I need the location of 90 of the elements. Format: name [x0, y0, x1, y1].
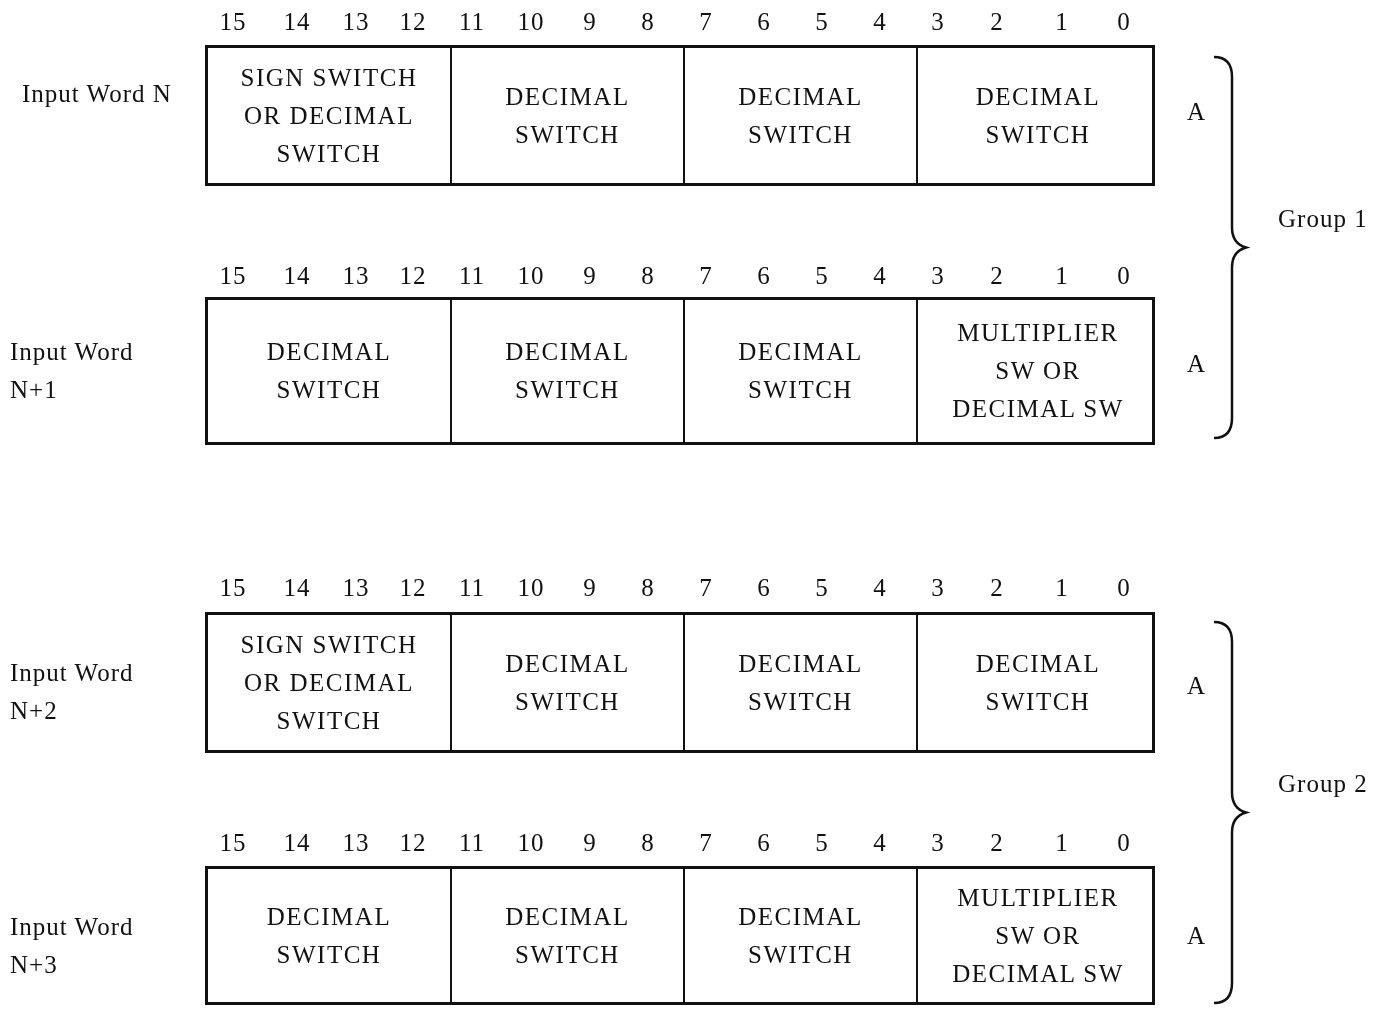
bit-number: 7 — [699, 8, 713, 36]
bit-number: 10 — [517, 8, 545, 36]
bit-field: DECIMAL SWITCH — [208, 869, 450, 1002]
bit-number: 13 — [342, 829, 370, 857]
bit-number: 11 — [458, 829, 486, 857]
bit-field: DECIMAL SWITCH — [450, 615, 683, 750]
bit-number: 11 — [458, 8, 486, 36]
bit-number: 4 — [873, 829, 887, 857]
bit-number: 8 — [641, 8, 655, 36]
bit-number: 10 — [517, 262, 545, 290]
bit-number: 11 — [458, 262, 486, 290]
bit-number: 1 — [1055, 8, 1069, 36]
bit-number: 0 — [1117, 262, 1131, 290]
bit-number: 0 — [1117, 829, 1131, 857]
word-label: Input Word N+2 — [10, 658, 135, 726]
bit-number: 2 — [990, 574, 1004, 602]
group-label: Group 1 — [1278, 204, 1368, 234]
bit-number: 5 — [815, 574, 829, 602]
word-label: Input Word N — [22, 79, 173, 109]
bit-number: 8 — [641, 574, 655, 602]
bit-number: 8 — [641, 829, 655, 857]
bit-number: 12 — [399, 8, 427, 36]
bit-number: 5 — [815, 262, 829, 290]
bit-field: DECIMAL SWITCH — [208, 300, 450, 442]
format-letter: A — [1187, 350, 1207, 378]
format-letter: A — [1187, 98, 1207, 126]
bit-number: 11 — [458, 574, 486, 602]
bit-number: 9 — [583, 8, 597, 36]
bit-number: 13 — [342, 574, 370, 602]
bit-field: MULTIPLIER SW OR DECIMAL SW — [916, 300, 1158, 442]
bit-field: DECIMAL SWITCH — [683, 300, 916, 442]
bit-number: 2 — [990, 262, 1004, 290]
bit-number: 15 — [219, 8, 247, 36]
bit-number: 14 — [283, 829, 311, 857]
group-label: Group 2 — [1278, 769, 1368, 799]
word-label: Input Word N+1 — [10, 337, 135, 405]
bit-number: 6 — [757, 262, 771, 290]
bit-number: 3 — [931, 262, 945, 290]
bit-number: 9 — [583, 574, 597, 602]
bit-number: 15 — [219, 574, 247, 602]
bit-number: 7 — [699, 574, 713, 602]
bit-number: 3 — [931, 829, 945, 857]
bit-field: SIGN SWITCH OR DECIMAL SWITCH — [208, 615, 450, 750]
bit-number: 4 — [873, 8, 887, 36]
bit-number: 10 — [517, 829, 545, 857]
bit-field: DECIMAL SWITCH — [450, 48, 683, 183]
bit-number: 4 — [873, 262, 887, 290]
bit-number: 3 — [931, 8, 945, 36]
bit-number: 12 — [399, 829, 427, 857]
bit-field: DECIMAL SWITCH — [683, 869, 916, 1002]
bit-number: 10 — [517, 574, 545, 602]
bit-field: DECIMAL SWITCH — [450, 300, 683, 442]
bit-number: 14 — [283, 8, 311, 36]
bit-number: 1 — [1055, 262, 1069, 290]
bit-number: 1 — [1055, 829, 1069, 857]
bit-number: 1 — [1055, 574, 1069, 602]
bit-field: MULTIPLIER SW OR DECIMAL SW — [916, 869, 1158, 1002]
bit-number: 2 — [990, 8, 1004, 36]
bit-number: 14 — [283, 574, 311, 602]
bit-number: 12 — [399, 574, 427, 602]
bit-number: 9 — [583, 829, 597, 857]
bit-number: 13 — [342, 262, 370, 290]
bit-number: 5 — [815, 8, 829, 36]
bit-field: DECIMAL SWITCH — [683, 48, 916, 183]
bit-number: 15 — [219, 262, 247, 290]
bit-field: SIGN SWITCH OR DECIMAL SWITCH — [208, 48, 450, 183]
bit-number: 2 — [990, 829, 1004, 857]
bit-number: 15 — [219, 829, 247, 857]
bit-number: 6 — [757, 574, 771, 602]
bit-number: 8 — [641, 262, 655, 290]
bit-number: 7 — [699, 829, 713, 857]
bit-field: DECIMAL SWITCH — [450, 869, 683, 1002]
format-letter: A — [1187, 672, 1207, 700]
bit-number: 12 — [399, 262, 427, 290]
bit-field: DECIMAL SWITCH — [916, 615, 1158, 750]
format-letter: A — [1187, 922, 1207, 950]
bit-number: 7 — [699, 262, 713, 290]
bit-number: 13 — [342, 8, 370, 36]
bit-number: 6 — [757, 8, 771, 36]
bit-number: 6 — [757, 829, 771, 857]
bit-number: 4 — [873, 574, 887, 602]
bit-number: 9 — [583, 262, 597, 290]
bit-number: 5 — [815, 829, 829, 857]
bit-number: 14 — [283, 262, 311, 290]
bit-field: DECIMAL SWITCH — [683, 615, 916, 750]
bit-number: 3 — [931, 574, 945, 602]
bit-number: 0 — [1117, 574, 1131, 602]
bit-number: 0 — [1117, 8, 1131, 36]
word-label: Input Word N+3 — [10, 912, 135, 980]
bit-field: DECIMAL SWITCH — [916, 48, 1158, 183]
